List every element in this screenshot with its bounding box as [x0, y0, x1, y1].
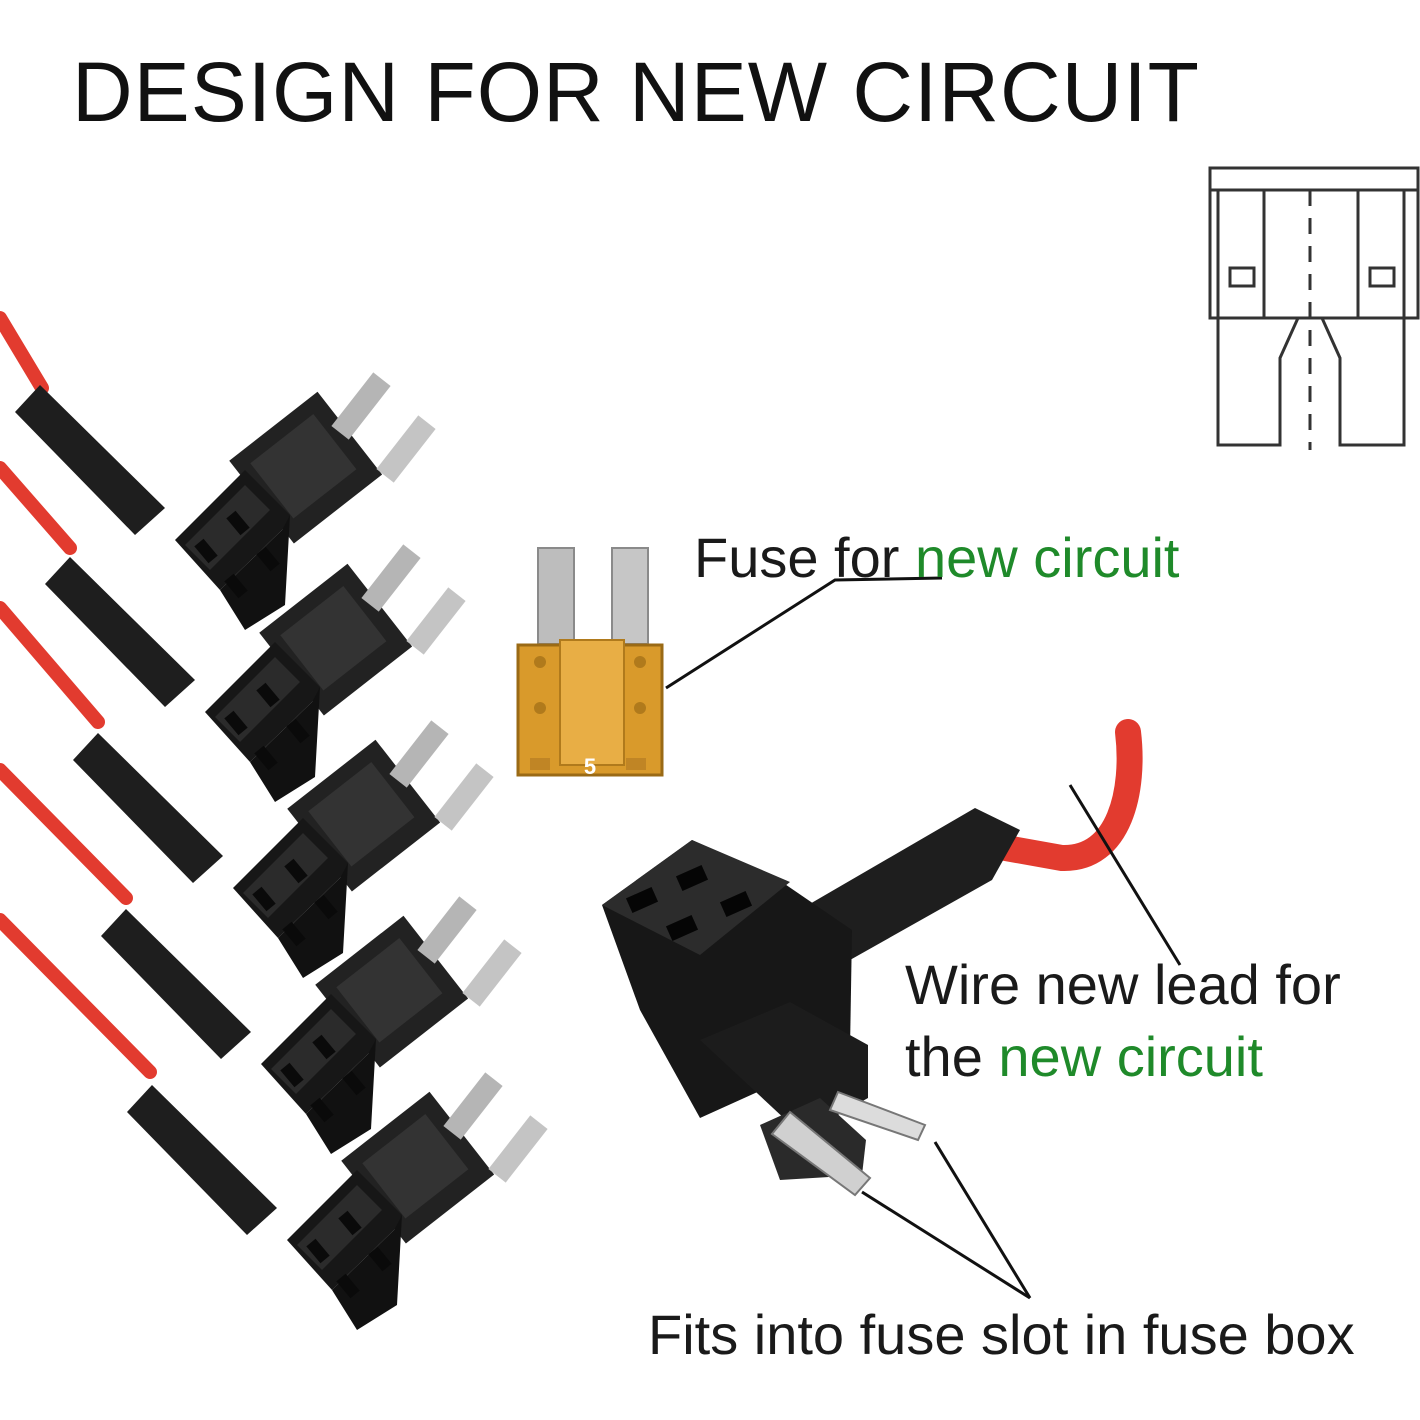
fuse-leader-line [665, 576, 943, 690]
blade-leader-line-2 [861, 1190, 1031, 1300]
fuse-label-highlight: new circuit [914, 526, 1180, 589]
wire-label-line-2: the new circuit [905, 1024, 1263, 1090]
fuse-label: Fuse for new circuit [694, 525, 1180, 591]
fits-label: Fits into fuse slot in fuse box [648, 1303, 1355, 1366]
fuse-label-prefix: Fuse for [694, 526, 915, 589]
large-adapter [602, 719, 1143, 1197]
mini-fuse: 5 [516, 547, 664, 779]
fuse-rating: 5 [584, 754, 596, 779]
wire-leader-line [1068, 784, 1182, 966]
wire-label-line-1: Wire new lead for [905, 953, 1341, 1016]
blade-leader-line-1 [933, 1141, 1032, 1299]
adapter-wires [0, 311, 157, 1079]
wire-label-prefix: the [905, 1025, 999, 1088]
page-title: DESIGN FOR NEW CIRCUIT [72, 45, 1200, 139]
wire-label-highlight: new circuit [998, 1025, 1263, 1088]
leader-lines [665, 576, 1182, 1300]
fuse-outline-diagram [1208, 166, 1420, 450]
